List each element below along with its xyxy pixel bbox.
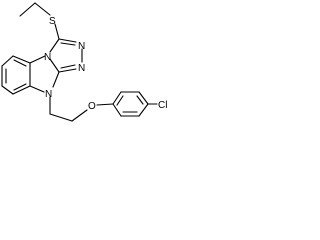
bond-aryl-1 [112, 91, 122, 105]
bond-ch2-ch2 [49, 113, 73, 122]
bond-n1-c9a [58, 68, 77, 73]
bond-benzo-1-double [13, 59, 27, 67]
bond-n4-c3 [49, 38, 60, 53]
atom-nitrogen-imidazole: N [45, 89, 52, 100]
atom-nitrogen-fused: N [44, 52, 51, 63]
bond-n9-c8a [29, 85, 45, 93]
bond-s-c3 [54, 23, 60, 40]
bond-aryl-3 [138, 91, 149, 105]
atom-sulfur: S [49, 16, 56, 27]
atom-labels: S N N N N O Cl [44, 16, 167, 112]
atom-oxygen: O [88, 101, 96, 112]
bond-c3-n2-double [60, 42, 76, 46]
atom-nitrogen-triazole-bottom: N [78, 63, 85, 74]
bond-ethyl-terminal [19, 2, 36, 17]
bonds [1, 2, 158, 122]
bond-o-aryl [96, 103, 114, 106]
bond-benzo-4 [1, 85, 14, 95]
bond-aryl-1-double [116, 95, 124, 106]
bond-aryl-4 [138, 103, 149, 117]
bond-c9a-n9 [52, 71, 60, 88]
bond-benzo-5 [12, 85, 31, 95]
structure-svg: S N N N N O Cl [1, 2, 167, 122]
atom-chlorine: Cl [158, 100, 167, 111]
bond-c3-n2 [58, 38, 77, 43]
bond-benzo-1 [12, 55, 31, 64]
bond-ch2-o [71, 109, 88, 122]
bond-benzo-2 [1, 55, 14, 67]
bond-aryl-3-double [136, 95, 144, 105]
bond-c9a-n4 [49, 58, 60, 73]
atom-nitrogen-triazole-top: N [78, 41, 85, 52]
bond-ethyl-s [34, 2, 51, 16]
bond-benzo-5-double [13, 83, 27, 91]
bond-aryl-6 [112, 103, 122, 117]
molecule-diagram: S N N N N O Cl [0, 0, 178, 138]
bond-n4-c4a [29, 55, 46, 64]
bond-n1-c9a-double [60, 64, 76, 69]
